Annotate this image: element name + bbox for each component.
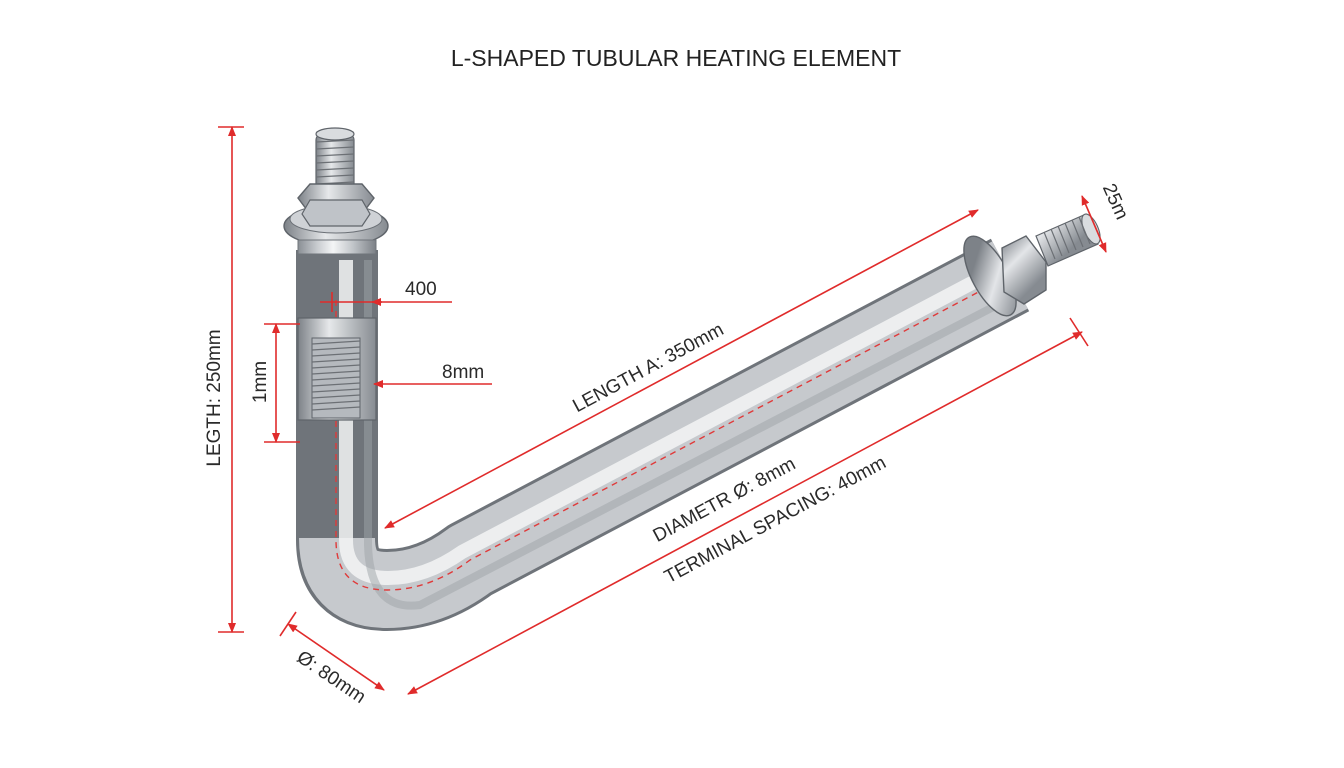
terminal-thread-label: 25m <box>1098 181 1132 223</box>
terminal-spacing-dimension-line <box>407 331 1083 695</box>
bend-diameter-label: Ø: 80mm <box>293 647 370 708</box>
right-terminal-stud <box>1035 213 1101 267</box>
right-hex-nut <box>1001 235 1047 305</box>
terminal-thread-dimension-line <box>1081 195 1107 253</box>
tubular-element <box>283 127 1101 631</box>
thread-offset-label: 400 <box>405 279 437 300</box>
top-terminal <box>283 127 389 255</box>
vertical-thread-lines <box>311 337 361 419</box>
thread-length-label: 1mm <box>250 361 271 403</box>
total-length-label: LEGTH: 250mm <box>204 329 225 466</box>
thread-diameter-label: 8mm <box>442 362 484 383</box>
diagram-title: L-SHAPED TUBULAR HEATING ELEMENT <box>451 45 901 71</box>
bend-diameter-dimension-line <box>287 623 385 691</box>
